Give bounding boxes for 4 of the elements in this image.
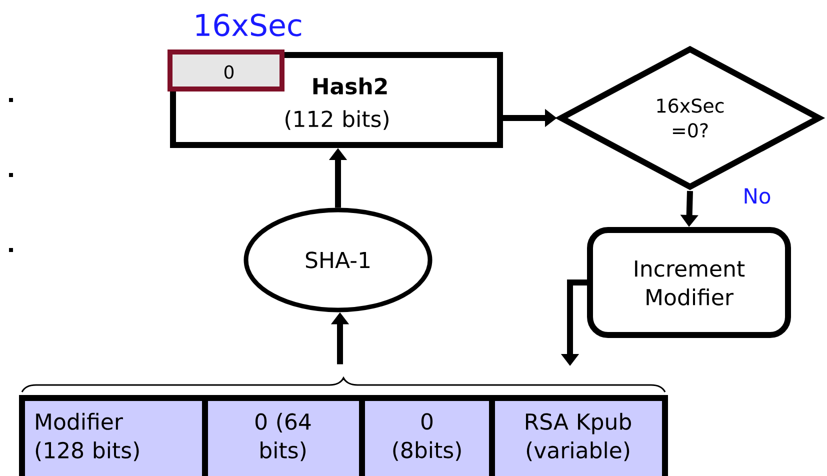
- counter-box: 0: [168, 50, 284, 92]
- process-box: Increment Modifier: [587, 227, 791, 338]
- field-cell: RSA Kpub (variable): [489, 395, 668, 476]
- node-label: 16xSec: [196, 14, 302, 36]
